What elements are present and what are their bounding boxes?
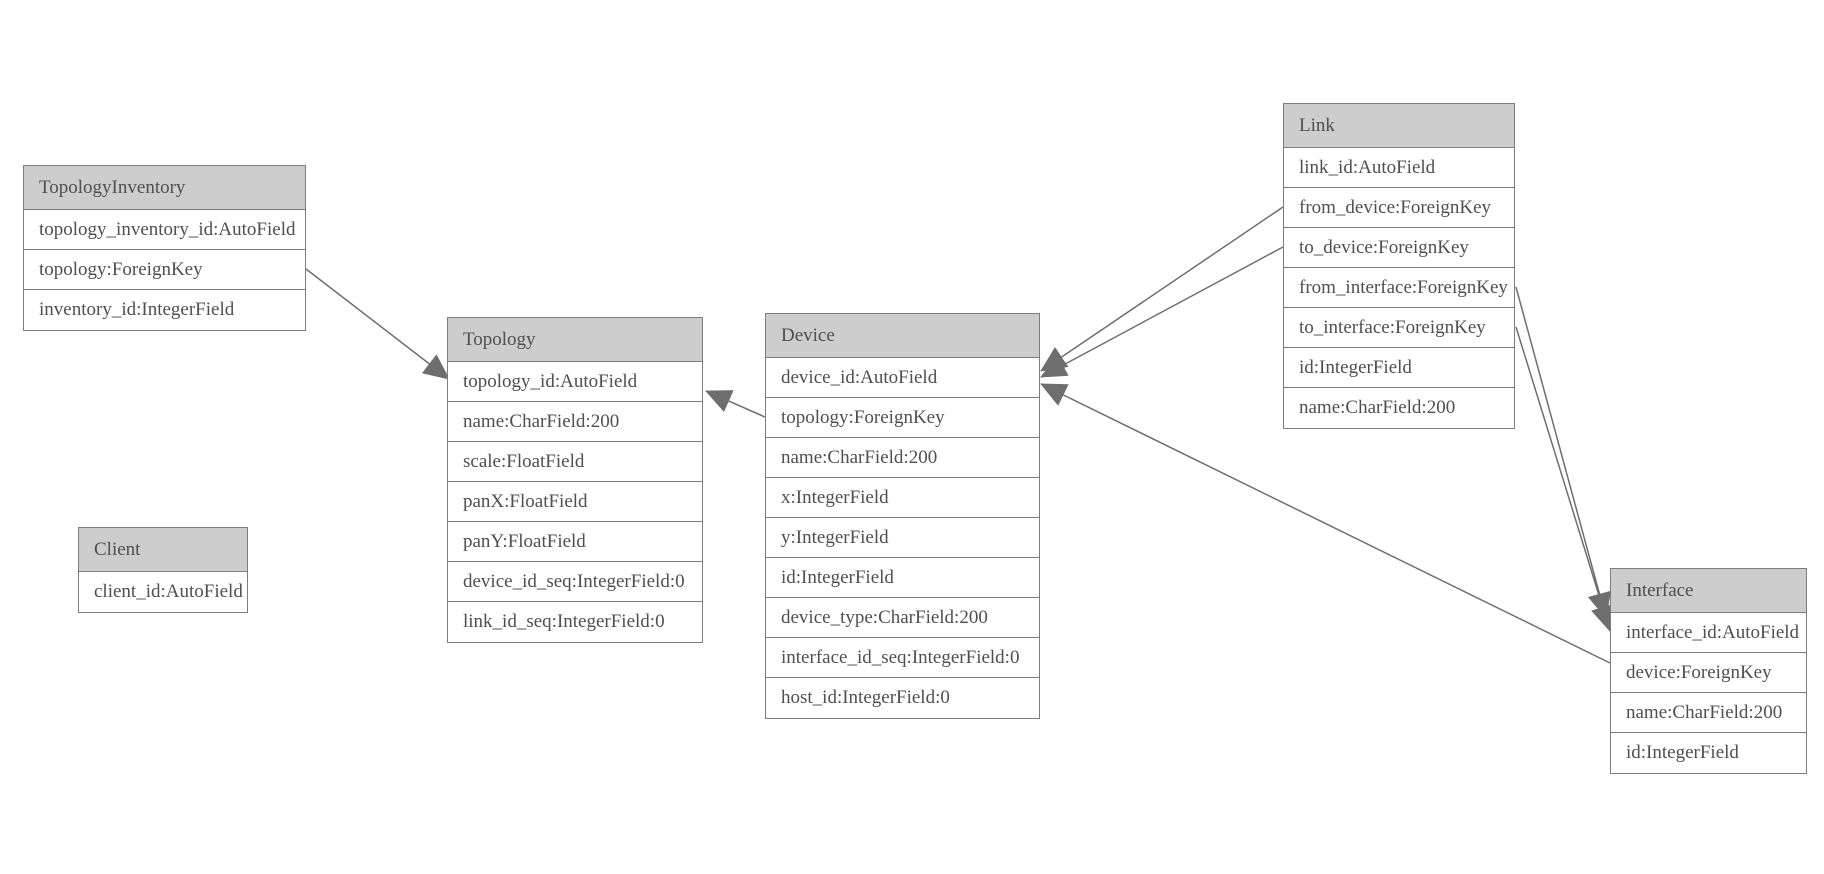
entity-field-host_id: host_id:IntegerField:0 <box>766 678 1039 718</box>
connection-link-to_interface-to-interface-interface_id <box>1515 326 1615 632</box>
entity-field-interface_id_seq: interface_id_seq:IntegerField:0 <box>766 638 1039 678</box>
entity-field-name: name:CharField:200 <box>766 438 1039 478</box>
entity-field-scale: scale:FloatField <box>448 442 702 482</box>
entity-field-topology_id: topology_id:AutoField <box>448 362 702 402</box>
entity-field-from_device: from_device:ForeignKey <box>1284 188 1514 228</box>
entity-field-to_interface: to_interface:ForeignKey <box>1284 308 1514 348</box>
entity-field-x: x:IntegerField <box>766 478 1039 518</box>
entity-field-topology: topology:ForeignKey <box>766 398 1039 438</box>
entity-field-from_interface: from_interface:ForeignKey <box>1284 268 1514 308</box>
entity-field-to_device: to_device:ForeignKey <box>1284 228 1514 268</box>
entity-title-link: Link <box>1284 104 1514 148</box>
entity-field-link_id: link_id:AutoField <box>1284 148 1514 188</box>
entity-field-name: name:CharField:200 <box>1284 388 1514 428</box>
entity-field-device: device:ForeignKey <box>1611 653 1806 693</box>
entity-field-topology_inventory_id: topology_inventory_id:AutoField <box>24 210 305 250</box>
entity-field-inventory_id: inventory_id:IntegerField <box>24 290 305 330</box>
entity-field-client_id: client_id:AutoField <box>79 572 247 612</box>
entity-field-device_type: device_type:CharField:200 <box>766 598 1039 638</box>
connection-link-from_device-to-device-device_id <box>1040 206 1284 372</box>
entity-field-device_id: device_id:AutoField <box>766 358 1039 398</box>
entity-title-topology: Topology <box>448 318 702 362</box>
entity-title-interface: Interface <box>1611 569 1806 613</box>
entity-field-id: id:IntegerField <box>1611 733 1806 773</box>
entity-field-device_id_seq: device_id_seq:IntegerField:0 <box>448 562 702 602</box>
entity-field-y: y:IntegerField <box>766 518 1039 558</box>
entity-field-id: id:IntegerField <box>1284 348 1514 388</box>
entity-field-name: name:CharField:200 <box>1611 693 1806 733</box>
connection-device-topology-to-topology-topology_id <box>705 390 766 418</box>
connection-link-to_device-to-device-device_id <box>1040 246 1284 378</box>
entity-field-interface_id: interface_id:AutoField <box>1611 613 1806 653</box>
entity-title-device: Device <box>766 314 1039 358</box>
entity-title-client: Client <box>79 528 247 572</box>
entity-field-panY: panY:FloatField <box>448 522 702 562</box>
entity-field-id: id:IntegerField <box>766 558 1039 598</box>
entity-title-topologyinventory: TopologyInventory <box>24 166 305 210</box>
entity-field-panX: panX:FloatField <box>448 482 702 522</box>
entity-field-name: name:CharField:200 <box>448 402 702 442</box>
connection-topologyinventory-topology-to-topology-topology_id <box>305 268 450 380</box>
entity-field-link_id_seq: link_id_seq:IntegerField:0 <box>448 602 702 642</box>
connection-link-from_interface-to-interface-interface_id <box>1515 286 1612 619</box>
entity-field-topology: topology:ForeignKey <box>24 250 305 290</box>
